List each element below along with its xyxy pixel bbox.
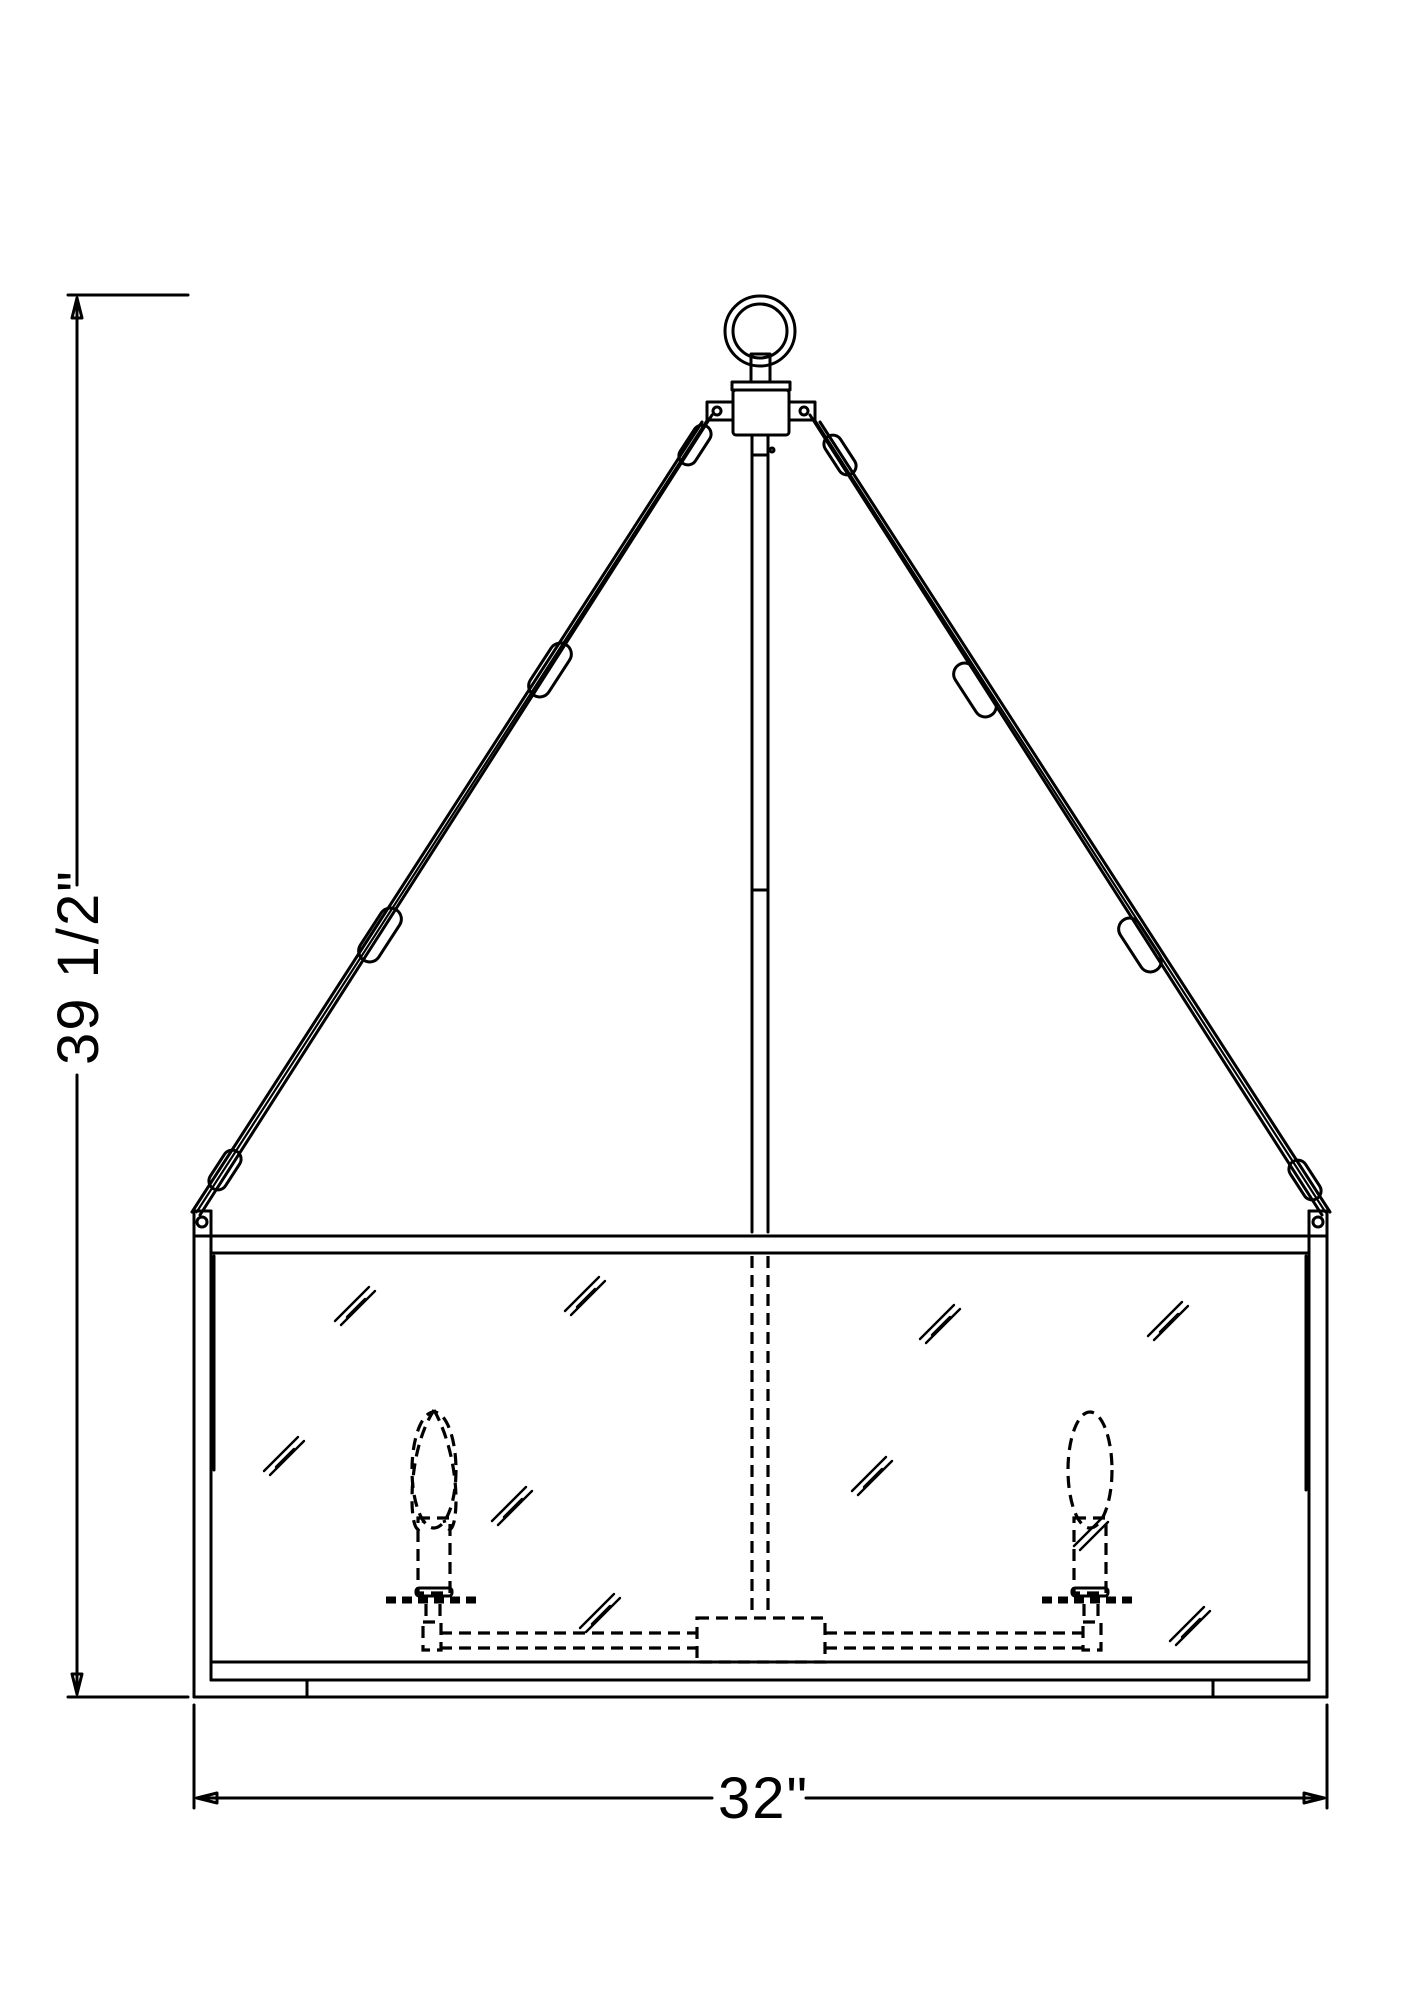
- height-dimension: 39 1/2": [46, 293, 190, 1699]
- center-rod: [750, 433, 776, 1234]
- glass-hatch-icon: [578, 1592, 622, 1634]
- left-chain-eye: [195, 1215, 209, 1229]
- glass-hatch-icon: [850, 1455, 894, 1497]
- right-chain-line-b: [818, 420, 1332, 1214]
- hub-right-tab: [787, 400, 817, 422]
- right-chain-line-c: [814, 419, 1327, 1214]
- glass-hatch-marks: [262, 1275, 1212, 1647]
- right-chain-link-top: [822, 433, 858, 477]
- right-candle-lamp: [1042, 1410, 1138, 1622]
- glass-hatch-icon: [262, 1435, 306, 1477]
- bulb-icon: [1066, 1410, 1114, 1530]
- glass-hatch-icon: [490, 1485, 534, 1527]
- lantern-frame: [192, 1209, 1329, 1699]
- left-chain-link-2: [357, 906, 403, 964]
- right-chain-link-1: [952, 661, 998, 719]
- right-chain-eye: [1311, 1215, 1325, 1229]
- arrow-up-icon: [70, 296, 84, 320]
- left-chain: [190, 413, 714, 1229]
- glass-hatch-icon: [563, 1275, 607, 1317]
- rod-set-screw: [768, 446, 776, 454]
- right-elbow: [1081, 1620, 1103, 1652]
- glass-hatch-icon: [1146, 1300, 1190, 1342]
- left-candle-sleeve: [416, 1516, 452, 1595]
- center-body: [695, 1616, 827, 1664]
- right-chain: [808, 413, 1332, 1229]
- glass-hatch-icon: [1072, 1514, 1110, 1552]
- right-chain-link-bottom: [1287, 1158, 1323, 1202]
- ring-icon: [723, 294, 797, 368]
- arrow-down-icon: [70, 1672, 84, 1696]
- arrow-left-icon: [195, 1791, 219, 1805]
- bulb-icon: [410, 1410, 458, 1530]
- left-bulb-left-edge: [410, 1409, 436, 1531]
- right-chain-link-2: [1117, 916, 1163, 974]
- left-tab-hole: [711, 405, 723, 417]
- left-chain-link-1: [527, 641, 573, 699]
- left-elbow: [421, 1620, 443, 1652]
- left-chain-line-a: [198, 413, 714, 1217]
- left-candle-lamp: [386, 1409, 482, 1622]
- left-bulb-right-edge: [432, 1409, 458, 1531]
- left-chain-line-c: [195, 419, 708, 1214]
- glass-hatch-icon: [1168, 1605, 1212, 1647]
- right-cup: [1070, 1586, 1110, 1598]
- right-candle-sleeve: [1072, 1516, 1108, 1595]
- height-label: 39 1/2": [46, 869, 111, 1065]
- left-chain-link-top: [677, 423, 713, 467]
- left-chain-link-bottom: [207, 1148, 243, 1192]
- left-cup: [414, 1586, 454, 1598]
- ring-inner: [731, 302, 789, 360]
- left-chain-line-b: [190, 420, 704, 1214]
- right-tab-hole: [798, 405, 810, 417]
- internal-arms: [421, 1256, 1103, 1664]
- glass-hatch-icon: [333, 1285, 377, 1327]
- width-label: 32": [718, 1766, 809, 1831]
- hub-body: [731, 388, 791, 437]
- glass-hatch-icon: [918, 1303, 962, 1345]
- canopy-hub: [705, 294, 817, 437]
- hub-left-tab: [705, 400, 735, 422]
- right-chain-line-a: [808, 413, 1324, 1217]
- width-dimension: 32": [192, 1703, 1329, 1831]
- arrow-right-icon: [1302, 1791, 1326, 1805]
